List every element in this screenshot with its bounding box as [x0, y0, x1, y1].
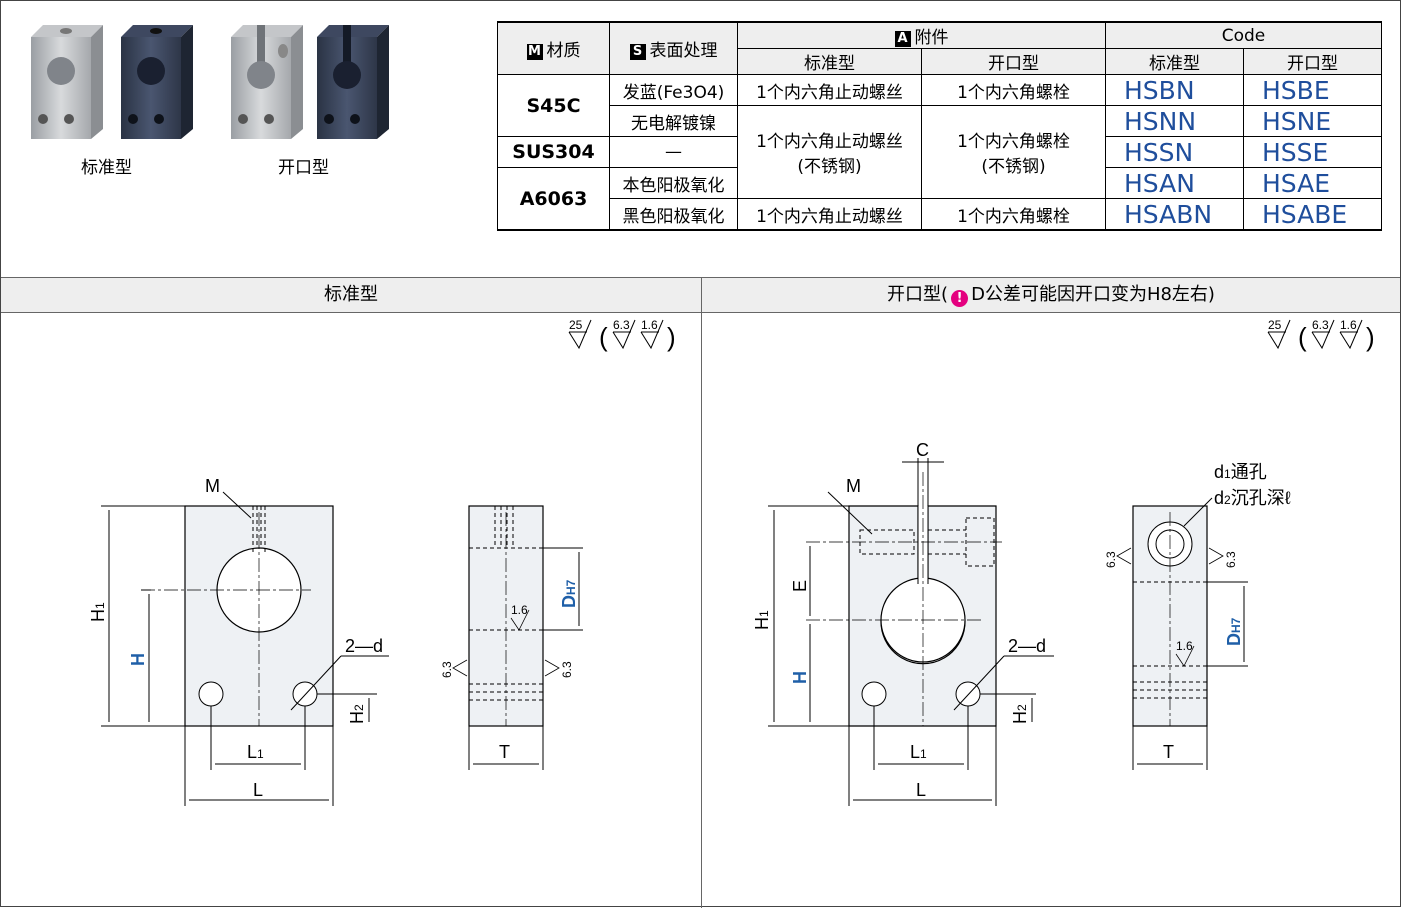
code-cell: HSBN: [1105, 74, 1244, 106]
svg-text:M: M: [846, 476, 861, 496]
header-code-standard: 标准型: [1105, 48, 1244, 75]
svg-text:DH7: DH7: [559, 579, 579, 608]
code-cell: HSAE: [1243, 167, 1382, 199]
table-row: A6063 本色阳极氧化 HSAN HSAE: [497, 167, 1382, 231]
svg-text:(: (: [1298, 322, 1307, 352]
svg-text:L1: L1: [247, 742, 264, 762]
drawing-open: 25 ( 6.3 1.6 ) C M H1 E H L L1 H2 2—d: [752, 318, 1375, 806]
svg-text:H: H: [128, 653, 148, 666]
table-row: S45C 发蓝(Fe3O4) 1个内六角止动螺丝 1个内六角螺栓 HSBN HS…: [497, 74, 1382, 137]
photo-caption-open: 开口型: [278, 158, 329, 178]
svg-text:H1: H1: [88, 602, 108, 622]
header-code-open: 开口型: [1243, 48, 1382, 75]
photo-open-silver: [231, 25, 303, 139]
svg-text:25: 25: [569, 318, 583, 332]
svg-text:d1通孔: d1通孔: [1214, 462, 1267, 482]
table-row: 黑色阳极氧化 1个内六角止动螺丝 1个内六角螺栓 HSABN HSABE: [498, 198, 1382, 231]
svg-text:2—d: 2—d: [1008, 636, 1046, 656]
section-divider: [701, 277, 702, 908]
svg-text:): ): [667, 322, 676, 352]
code-cell: HSABN: [1105, 198, 1244, 231]
svg-text:E: E: [790, 580, 810, 592]
header-acc-open: 开口型: [921, 48, 1106, 75]
code-cell: HSSE: [1243, 136, 1382, 168]
svg-text:H1: H1: [752, 610, 772, 630]
svg-text:d2沉孔深ℓ: d2沉孔深ℓ: [1214, 488, 1291, 508]
svg-text:M: M: [205, 476, 220, 496]
table-row: 无电解镀镍 1个内六角止动螺丝(不锈钢) 1个内六角螺栓(不锈钢) HSNN H…: [498, 105, 1382, 199]
svg-text:T: T: [1163, 742, 1174, 762]
warning-icon: !: [951, 290, 969, 307]
svg-text:T: T: [499, 742, 510, 762]
photo-standard-silver: [31, 25, 103, 139]
svg-text:25: 25: [1268, 318, 1282, 332]
svg-text:6.3: 6.3: [613, 318, 630, 332]
svg-text:L1: L1: [910, 742, 927, 762]
photo-caption-standard: 标准型: [81, 158, 132, 178]
svg-text:1.6: 1.6: [641, 318, 658, 332]
svg-text:1.6: 1.6: [1340, 318, 1357, 332]
svg-text:6.3: 6.3: [440, 661, 454, 678]
product-photo-illustration: [31, 25, 389, 139]
svg-text:6.3: 6.3: [1312, 318, 1329, 332]
code-cell: HSNE: [1243, 105, 1382, 137]
svg-text:): ): [1366, 322, 1375, 352]
svg-text:L: L: [916, 780, 926, 800]
header-acc-standard: 标准型: [737, 48, 922, 75]
header-code: Code: [1105, 21, 1382, 49]
svg-text:6.3: 6.3: [1104, 551, 1118, 568]
roughness-symbol: 25 ( 6.3 1.6 ): [1267, 318, 1375, 352]
drawing-standard: 25 ( 6.3 1.6 ) H1 H L L1 H2 2—d M: [88, 318, 676, 806]
code-cell: HSAN: [1105, 167, 1244, 199]
section-title-open: 开口型(!D公差可能因开口变为H8左右): [702, 277, 1400, 313]
svg-text:6.3: 6.3: [560, 661, 574, 678]
code-cell: HSBE: [1243, 74, 1382, 106]
svg-text:6.3: 6.3: [1224, 551, 1238, 568]
svg-text:1.6: 1.6: [511, 603, 528, 617]
svg-text:1.6: 1.6: [1176, 639, 1193, 653]
code-cell: HSNN: [1105, 105, 1244, 137]
svg-text:2—d: 2—d: [345, 636, 383, 656]
svg-text:(: (: [599, 322, 608, 352]
roughness-symbol: 25 ( 6.3 1.6 ): [568, 318, 676, 352]
svg-text:L: L: [253, 780, 263, 800]
photo-standard-navy: [121, 25, 193, 139]
code-cell: HSSN: [1105, 136, 1244, 168]
svg-text:H: H: [790, 671, 810, 684]
svg-text:DH7: DH7: [1224, 617, 1244, 646]
section-title-standard: 标准型: [1, 277, 701, 313]
code-cell: HSABE: [1243, 198, 1382, 231]
svg-text:H2: H2: [347, 704, 367, 724]
photo-open-navy: [317, 25, 389, 139]
product-photos: 标准型 开口型: [21, 15, 401, 185]
svg-text:C: C: [916, 440, 929, 460]
svg-text:H2: H2: [1010, 704, 1030, 724]
